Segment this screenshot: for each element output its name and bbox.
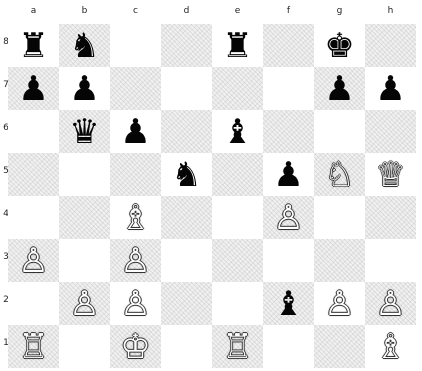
- white-pawn-icon[interactable]: ♙: [365, 282, 416, 325]
- square-d8[interactable]: [161, 24, 212, 67]
- white-pawn-icon[interactable]: ♙: [110, 239, 161, 282]
- file-label-top: b: [59, 7, 110, 16]
- file-label-top: h: [365, 7, 416, 16]
- file-label-top: f: [263, 7, 314, 16]
- square-g6[interactable]: [314, 110, 365, 153]
- square-a2[interactable]: [8, 282, 59, 325]
- square-e4[interactable]: [212, 196, 263, 239]
- square-d7[interactable]: [161, 67, 212, 110]
- square-e5[interactable]: [212, 153, 263, 196]
- square-h8[interactable]: [365, 24, 416, 67]
- white-rook-icon[interactable]: ♖: [8, 325, 59, 368]
- square-g3[interactable]: [314, 239, 365, 282]
- black-pawn-icon[interactable]: ♟: [110, 110, 161, 153]
- square-h4[interactable]: [365, 196, 416, 239]
- square-e7[interactable]: [212, 67, 263, 110]
- white-pawn-icon[interactable]: ♙: [59, 282, 110, 325]
- black-knight-icon[interactable]: ♞: [59, 24, 110, 67]
- square-c7[interactable]: [110, 67, 161, 110]
- square-h3[interactable]: [365, 239, 416, 282]
- white-rook-icon[interactable]: ♖: [212, 325, 263, 368]
- file-label-top: e: [212, 7, 263, 16]
- white-king-icon[interactable]: ♔: [110, 325, 161, 368]
- square-f1[interactable]: [263, 325, 314, 368]
- square-b4[interactable]: [59, 196, 110, 239]
- file-label-top: c: [110, 7, 161, 16]
- square-g1[interactable]: [314, 325, 365, 368]
- square-b1[interactable]: [59, 325, 110, 368]
- square-d1[interactable]: [161, 325, 212, 368]
- black-pawn-icon[interactable]: ♟: [263, 153, 314, 196]
- white-pawn-icon[interactable]: ♙: [263, 196, 314, 239]
- black-pawn-icon[interactable]: ♟: [365, 67, 416, 110]
- square-d6[interactable]: [161, 110, 212, 153]
- square-c5[interactable]: [110, 153, 161, 196]
- file-label-top: d: [161, 7, 212, 16]
- square-d3[interactable]: [161, 239, 212, 282]
- square-b5[interactable]: [59, 153, 110, 196]
- square-a6[interactable]: [8, 110, 59, 153]
- black-bishop-icon[interactable]: ♝: [212, 110, 263, 153]
- square-f6[interactable]: [263, 110, 314, 153]
- white-bishop-icon[interactable]: ♗: [110, 196, 161, 239]
- square-d2[interactable]: [161, 282, 212, 325]
- white-bishop-icon[interactable]: ♗: [365, 325, 416, 368]
- square-g4[interactable]: [314, 196, 365, 239]
- square-d4[interactable]: [161, 196, 212, 239]
- white-knight-icon[interactable]: ♘: [314, 153, 365, 196]
- square-f7[interactable]: [263, 67, 314, 110]
- black-knight-icon[interactable]: ♞: [161, 153, 212, 196]
- black-pawn-icon[interactable]: ♟: [59, 67, 110, 110]
- black-pawn-icon[interactable]: ♟: [314, 67, 365, 110]
- black-bishop-icon[interactable]: ♝: [263, 282, 314, 325]
- square-a4[interactable]: [8, 196, 59, 239]
- square-e2[interactable]: [212, 282, 263, 325]
- black-pawn-icon[interactable]: ♟: [8, 67, 59, 110]
- white-pawn-icon[interactable]: ♙: [314, 282, 365, 325]
- white-queen-icon[interactable]: ♕: [365, 153, 416, 196]
- square-e3[interactable]: [212, 239, 263, 282]
- black-king-icon[interactable]: ♚: [314, 24, 365, 67]
- square-b3[interactable]: [59, 239, 110, 282]
- file-label-top: a: [8, 7, 59, 16]
- white-pawn-icon[interactable]: ♙: [110, 282, 161, 325]
- file-label-top: g: [314, 7, 365, 16]
- square-a5[interactable]: [8, 153, 59, 196]
- square-c8[interactable]: [110, 24, 161, 67]
- square-f8[interactable]: [263, 24, 314, 67]
- black-queen-icon[interactable]: ♛: [59, 110, 110, 153]
- square-h6[interactable]: [365, 110, 416, 153]
- black-rook-icon[interactable]: ♜: [8, 24, 59, 67]
- white-pawn-icon[interactable]: ♙: [8, 239, 59, 282]
- black-rook-icon[interactable]: ♜: [212, 24, 263, 67]
- square-f3[interactable]: [263, 239, 314, 282]
